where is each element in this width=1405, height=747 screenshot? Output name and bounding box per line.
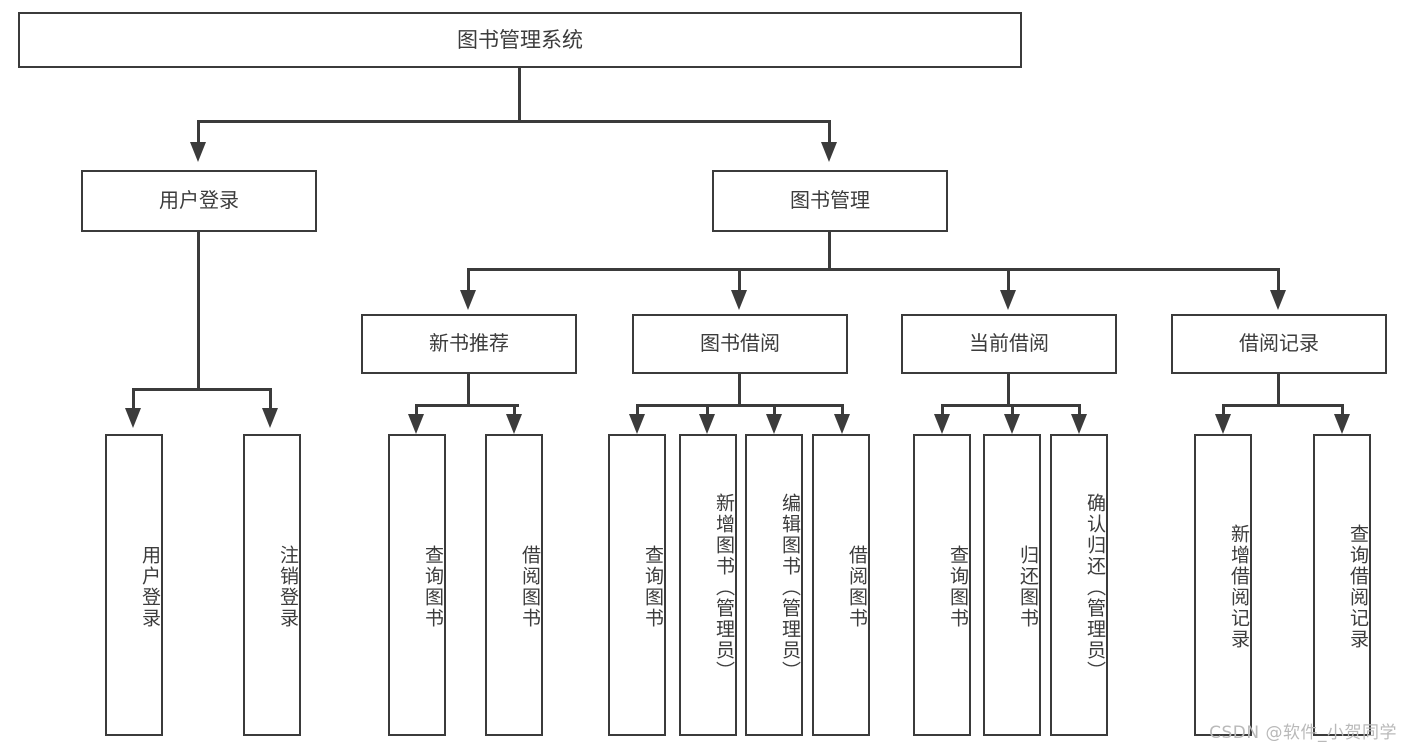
arrow-to-leaf-nbr-borrow-book: [506, 414, 522, 434]
connector-bb-stem: [738, 374, 741, 406]
connector-cb-bus: [941, 404, 1080, 407]
connector-cb-stem: [1007, 374, 1010, 406]
node-user-login[interactable]: 用户登录: [81, 170, 317, 232]
arrow-to-leaf-bb-borrow-book: [834, 414, 850, 434]
connector-user-login-drop-1: [132, 388, 135, 410]
connector-bb-drop-1: [636, 404, 639, 418]
node-new-book-recommend[interactable]: 新书推荐: [361, 314, 577, 374]
leaf-bb-edit-book[interactable]: 编辑图书（管理员）: [745, 434, 803, 736]
node-label: 借阅图书: [519, 545, 541, 629]
node-label: 注销登录: [277, 545, 299, 629]
arrow-to-leaf-br-add-record: [1215, 414, 1231, 434]
node-borrow-record[interactable]: 借阅记录: [1171, 314, 1387, 374]
node-label: 借阅记录: [1239, 331, 1319, 356]
arrow-to-leaf-br-query-record: [1334, 414, 1350, 434]
arrow-to-leaf-bb-edit-book: [766, 414, 782, 434]
arrow-to-leaf-cb-query-book: [934, 414, 950, 434]
arrow-to-leaf-cb-confirm-return: [1071, 414, 1087, 434]
node-label: 确认归还（管理员）: [1084, 492, 1106, 682]
arrow-to-borrow-record: [1270, 290, 1286, 310]
connector-br-drop-2: [1341, 404, 1344, 418]
arrow-to-leaf-bb-add-book: [699, 414, 715, 434]
connector-br-drop-1: [1222, 404, 1225, 418]
connector-root-bus: [197, 120, 831, 123]
node-label: 用户登录: [159, 188, 239, 213]
arrow-to-leaf-user-login: [125, 408, 141, 428]
leaf-bb-query-book[interactable]: 查询图书: [608, 434, 666, 736]
connector-nbr-stem: [467, 374, 470, 406]
arrow-to-user-login: [190, 142, 206, 162]
leaf-user-login[interactable]: 用户登录: [105, 434, 163, 736]
node-label: 借阅图书: [846, 545, 868, 629]
node-label: 查询图书: [642, 545, 664, 629]
node-book-management[interactable]: 图书管理: [712, 170, 948, 232]
node-book-borrow[interactable]: 图书借阅: [632, 314, 848, 374]
connector-level3-drop-1: [467, 268, 470, 292]
node-label: 新增图书（管理员）: [713, 492, 735, 682]
connector-nbr-bus: [415, 404, 519, 407]
node-label: 当前借阅: [969, 331, 1049, 356]
leaf-nbr-query-book[interactable]: 查询图书: [388, 434, 446, 736]
connector-root-drop-2: [828, 120, 831, 144]
node-label: 查询图书: [947, 545, 969, 629]
csdn-watermark: CSDN @软件_小贺同学: [1209, 723, 1397, 743]
leaf-cb-confirm-return[interactable]: 确认归还（管理员）: [1050, 434, 1108, 736]
node-label: 图书借阅: [700, 331, 780, 356]
arrow-to-leaf-bb-query-book: [629, 414, 645, 434]
node-label: 查询借阅记录: [1347, 524, 1369, 650]
connector-nbr-drop-1: [415, 404, 418, 418]
leaf-nbr-borrow-book[interactable]: 借阅图书: [485, 434, 543, 736]
node-label: 图书管理: [790, 188, 870, 213]
connector-user-login-bus: [132, 388, 272, 391]
connector-level3-drop-4: [1277, 268, 1280, 292]
connector-book-management-stem: [828, 232, 831, 270]
connector-cb-drop-3: [1078, 404, 1081, 418]
node-root-system[interactable]: 图书管理系统: [18, 12, 1022, 68]
connector-user-login-stem: [197, 232, 200, 390]
connector-bb-drop-4: [841, 404, 844, 418]
arrow-to-leaf-cb-return-book: [1004, 414, 1020, 434]
arrow-to-new-book-recommend: [460, 290, 476, 310]
connector-br-bus: [1222, 404, 1341, 407]
leaf-cb-query-book[interactable]: 查询图书: [913, 434, 971, 736]
arrow-to-leaf-nbr-query-book: [408, 414, 424, 434]
arrow-to-leaf-logout: [262, 408, 278, 428]
connector-cb-drop-1: [941, 404, 944, 418]
connector-bb-drop-3: [773, 404, 776, 418]
arrow-to-book-manage: [821, 142, 837, 162]
connector-level3-drop-2: [738, 268, 741, 292]
leaf-logout[interactable]: 注销登录: [243, 434, 301, 736]
arrow-to-current-borrow: [1000, 290, 1016, 310]
connector-br-stem: [1277, 374, 1280, 406]
leaf-bb-borrow-book[interactable]: 借阅图书: [812, 434, 870, 736]
node-label: 归还图书: [1017, 545, 1039, 629]
connector-nbr-drop-2: [513, 404, 516, 418]
leaf-br-add-record[interactable]: 新增借阅记录: [1194, 434, 1252, 736]
connector-root-drop-1: [197, 120, 200, 144]
node-label: 查询图书: [422, 545, 444, 629]
connector-bb-bus: [636, 404, 844, 407]
leaf-cb-return-book[interactable]: 归还图书: [983, 434, 1041, 736]
connector-bb-drop-2: [706, 404, 709, 418]
node-label: 编辑图书（管理员）: [779, 492, 801, 682]
node-current-borrow[interactable]: 当前借阅: [901, 314, 1117, 374]
node-label: 图书管理系统: [457, 27, 583, 52]
node-label: 用户登录: [139, 545, 161, 629]
connector-user-login-drop-2: [269, 388, 272, 410]
leaf-br-query-record[interactable]: 查询借阅记录: [1313, 434, 1371, 736]
node-label: 新书推荐: [429, 331, 509, 356]
node-label: 新增借阅记录: [1228, 524, 1250, 650]
leaf-bb-add-book[interactable]: 新增图书（管理员）: [679, 434, 737, 736]
connector-level3-drop-3: [1007, 268, 1010, 292]
connector-cb-drop-2: [1011, 404, 1014, 418]
connector-root-stem: [518, 68, 521, 120]
arrow-to-book-borrow: [731, 290, 747, 310]
connector-level3-bus: [467, 268, 1279, 271]
